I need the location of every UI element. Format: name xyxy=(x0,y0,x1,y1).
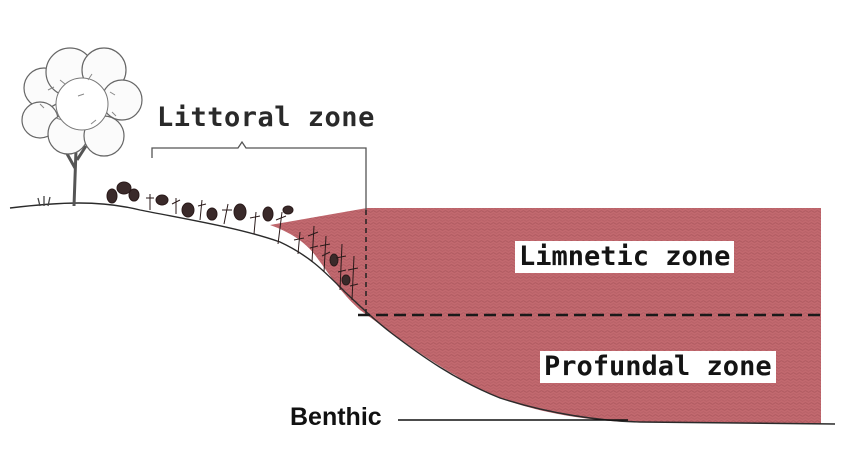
littoral-bracket xyxy=(151,140,367,210)
tree-icon xyxy=(21,47,143,207)
limnetic-zone-label: Limnetic zone xyxy=(515,241,735,273)
shoreline-plants-icon xyxy=(106,181,359,301)
grass-tuft-icon xyxy=(37,196,51,207)
littoral-zone-label: Littoral zone xyxy=(157,102,375,133)
benthic-label: Benthic xyxy=(290,403,382,431)
profundal-zone-label: Profundal zone xyxy=(540,351,776,383)
shore-line xyxy=(9,202,836,425)
